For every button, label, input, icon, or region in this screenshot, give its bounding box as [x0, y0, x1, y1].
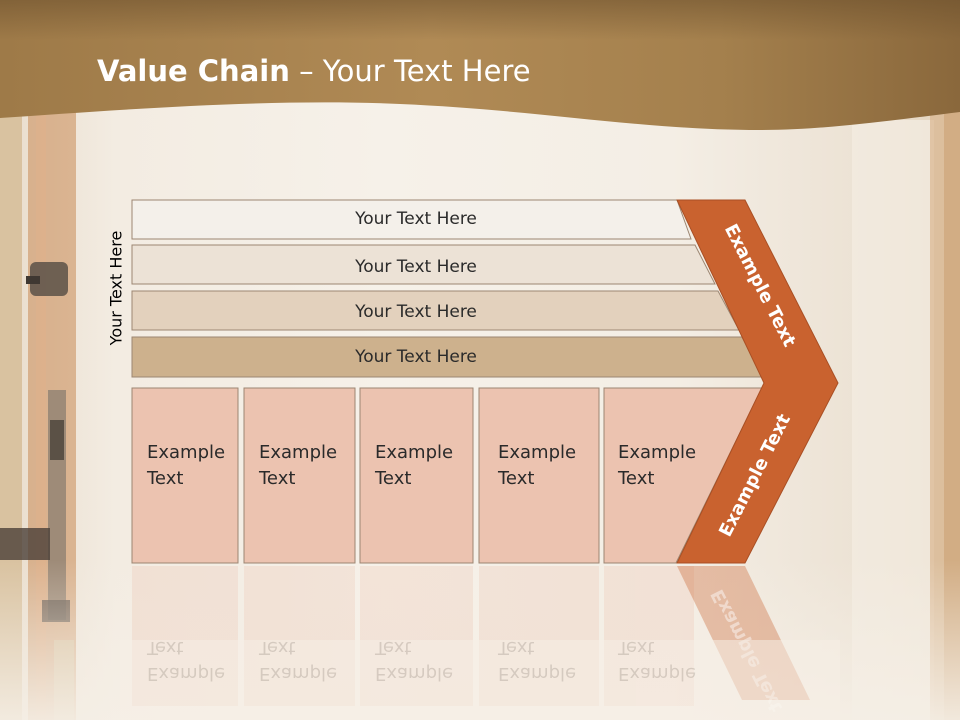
support-bar-2-text: Your Text Here	[354, 257, 477, 277]
pipe-fitting-upper	[30, 262, 68, 296]
title-rest: – Your Text Here	[289, 54, 531, 88]
primary-cell-4	[478, 387, 600, 564]
support-bar-2	[131, 244, 716, 285]
support-bar-3-text: Your Text Here	[354, 302, 477, 322]
support-bar-1	[131, 199, 692, 240]
primary-cell-5	[603, 387, 763, 564]
primary-cell-2	[243, 387, 356, 564]
title-bold: Value Chain	[97, 54, 290, 88]
primary-cell-1	[131, 387, 239, 564]
support-bar-4-text: Your Text Here	[354, 347, 477, 367]
slide-title: Value Chain – Your Text Here	[97, 54, 531, 88]
support-bar-1-text: Your Text Here	[354, 209, 477, 229]
primary-cell-3	[359, 387, 474, 564]
margin-chevron	[676, 199, 839, 564]
